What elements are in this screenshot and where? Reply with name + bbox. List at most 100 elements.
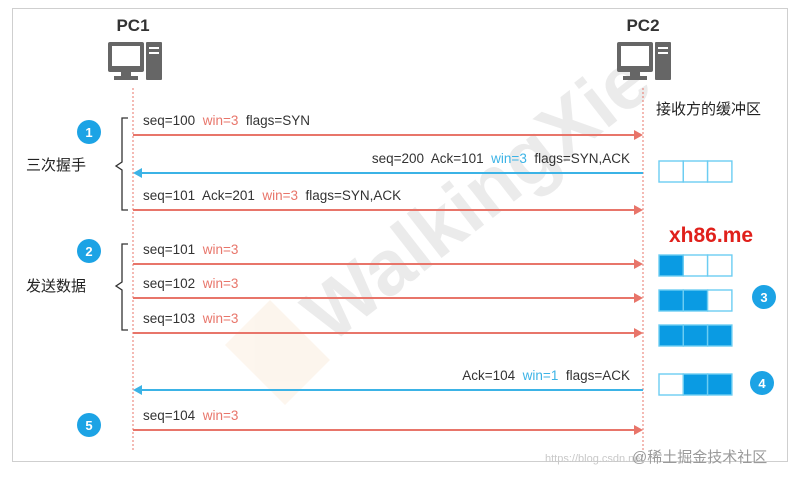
message-label: seq=103 win=3 [143,311,238,326]
message-arrowhead [133,168,142,178]
message-label-part: flags=ACK [558,368,630,383]
message-label-part: win=3 [195,311,238,326]
watermark-logo [225,300,330,405]
message-3: seq=101 Ack=201 win=3 flags=SYN,ACK [133,188,643,215]
buffer-cell-filled [658,289,684,312]
message-arrowhead [634,293,643,303]
message-label-part: Ack=104 [462,368,515,383]
step-3: 3 [752,285,776,309]
step-number: 3 [760,290,767,305]
message-4: seq=101 win=3 [133,242,643,269]
step-circle [77,120,101,144]
message-arrowhead [634,205,643,215]
credit-text: @稀土掘金技术社区 [632,449,767,466]
step-number: 2 [85,244,92,259]
buffer-2 [658,254,733,277]
buffer-cell-empty [682,254,709,277]
step-number: 4 [758,376,766,391]
message-label-part: win=3 [255,188,298,203]
buffer-1 [658,160,733,183]
brace-send [114,243,128,331]
message-label: seq=101 win=3 [143,242,238,257]
message-label-part: win=1 [515,368,558,383]
message-label: Ack=104 win=1 flags=ACK [462,368,630,383]
buffer-3 [658,289,733,312]
host-pc1: PC1 [108,16,162,80]
message-1: seq=100 win=3 flags=SYN [133,113,643,140]
buffer-cell-filled [682,373,709,396]
computer-icon [617,42,671,80]
message-5: seq=102 win=3 [133,276,643,303]
host-pc1-label: PC1 [116,16,149,35]
step-circle [77,413,101,437]
buffer-cell-filled [658,254,684,277]
message-8: seq=104 win=3 [133,408,643,435]
step-circle [77,239,101,263]
message-label-part: seq=200 [372,151,424,166]
message-label-part: win=3 [195,276,238,291]
message-arrowhead [634,425,643,435]
message-label-part: seq=100 [143,113,195,128]
message-label-part: flags=SYN,ACK [298,188,401,203]
buffer-cell-filled [682,324,709,347]
host-pc2-label: PC2 [626,16,659,35]
message-label-part: win=3 [195,242,238,257]
buffer-cell-empty [706,289,733,312]
message-7: Ack=104 win=1 flags=ACK [133,368,643,395]
phase-send-label: 发送数据 [26,278,86,295]
credit-url: https://blog.csdn.net [545,453,643,465]
buffer-cell-filled [658,324,684,347]
buffer-title: 接收方的缓冲区 [656,101,761,118]
watermark: WalkingXie [225,35,666,405]
host-pc2: PC2 [617,16,671,80]
phase-send: 发送数据 [26,243,128,331]
buffer-cell-empty [706,160,733,183]
message-label: seq=101 Ack=201 win=3 flags=SYN,ACK [143,188,401,203]
buffer-cell-filled [706,324,733,347]
step-circle [752,285,776,309]
computer-icon [108,42,162,80]
buffer-cell-empty [658,160,684,183]
message-2: seq=200 Ack=101 win=3 flags=SYN,ACK [133,151,643,178]
message-arrowhead [634,130,643,140]
step-number: 5 [85,418,92,433]
step-number: 1 [85,125,92,140]
message-label: seq=104 win=3 [143,408,238,423]
message-label-part: win=3 [484,151,527,166]
buffer-cell-filled [706,373,733,396]
buffer-cell-empty [658,373,684,396]
message-label: seq=102 win=3 [143,276,238,291]
step-4: 4 [750,371,774,395]
message-label-part: seq=102 [143,276,195,291]
message-label-part: Ack=101 [424,151,484,166]
buffer-cell-filled [682,289,709,312]
brand-watermark: xh86.me [669,224,753,247]
message-label-part: win=3 [195,113,238,128]
brace-handshake [114,117,128,211]
phase-handshake: 三次握手 [26,117,128,211]
message-label-part: seq=101 [143,242,195,257]
message-label-part: flags=SYN,ACK [527,151,630,166]
message-label-part: Ack=201 [195,188,255,203]
message-label-part: seq=101 [143,188,195,203]
message-label-part: seq=104 [143,408,196,423]
step-circle [750,371,774,395]
buffer-cell-empty [682,160,709,183]
buffer-4 [658,324,733,347]
step-5: 5 [77,413,101,437]
step-1: 1 [77,120,101,144]
message-arrowhead [634,328,643,338]
message-arrowhead [634,259,643,269]
message-label-part: flags=SYN [238,113,310,128]
message-6: seq=103 win=3 [133,311,643,338]
message-label-part: seq=103 [143,311,195,326]
message-arrowhead [133,385,142,395]
receive-buffers [658,160,733,396]
message-label: seq=100 win=3 flags=SYN [143,113,310,128]
messages: seq=100 win=3 flags=SYN seq=200 Ack=101 w… [133,113,643,435]
step-2: 2 [77,239,101,263]
buffer-cell-empty [706,254,733,277]
message-label: seq=200 Ack=101 win=3 flags=SYN,ACK [372,151,630,166]
phase-handshake-label: 三次握手 [26,157,86,174]
